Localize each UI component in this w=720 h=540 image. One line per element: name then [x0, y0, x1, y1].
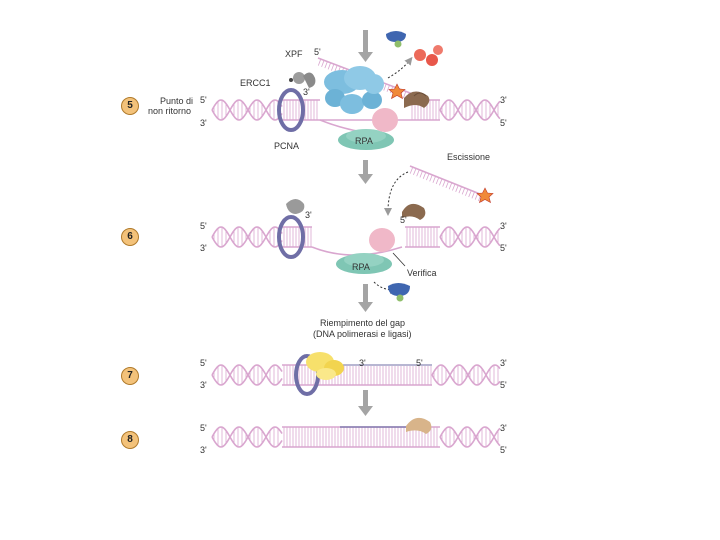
step-badge-7: 7: [121, 367, 139, 385]
flow-arrows: [358, 30, 373, 416]
label-verifica: Verifica: [407, 268, 437, 278]
label-3prime-left-5: 3': [200, 118, 207, 128]
ercc1-protein-step6: [286, 199, 305, 214]
label-pcna: PCNA: [274, 141, 300, 151]
label-3prime-right-8: 3': [500, 423, 507, 433]
blue-protein-step6: [388, 283, 410, 296]
step-badge-8: 8: [121, 431, 139, 449]
label-5prime-left-6: 5': [200, 221, 207, 231]
pcna-ring-step6: [277, 215, 305, 259]
caption-dna-polimerasi: (DNA polimerasi e ligasi): [313, 329, 412, 339]
dna-duplex-step8: [211, 426, 501, 448]
blue-protein-top: [386, 31, 406, 42]
label-3prime-inner-6: 3': [305, 210, 312, 220]
brown-protein-step6: [402, 203, 426, 220]
label-5prime-flap: 5': [314, 47, 321, 57]
release-arrow-step5: [387, 56, 413, 79]
pink-protein-step6: [369, 228, 395, 252]
dna-duplex-step6: [211, 226, 501, 256]
xpg-protein-complex: [324, 66, 384, 114]
label-5prime-right-6: 5': [500, 243, 507, 253]
label-3prime-right-7: 3': [500, 358, 507, 368]
label-xpf: XPF: [285, 49, 303, 59]
dna-duplex-step7: [211, 362, 501, 386]
flow-arrow-6-7: [363, 284, 368, 304]
ercc1-protein: [289, 72, 316, 88]
red-protein-released: [414, 45, 443, 66]
label-3prime-left-8: 3': [200, 445, 207, 455]
label-3prime-ercc1: 3': [303, 87, 310, 97]
label-3prime-left-7: 3': [200, 380, 207, 390]
label-escissione: Escissione: [447, 152, 491, 162]
label-3prime-right-5: 3': [500, 95, 507, 105]
escission-arrow: [384, 171, 409, 216]
step5-proteins: [277, 31, 443, 150]
label-5prime-right-8: 5': [500, 445, 507, 455]
label-5prime-left-7: 5': [200, 358, 207, 368]
label-ercc1: ERCC1: [240, 78, 271, 88]
label-5prime-right-7: 5': [500, 380, 507, 390]
step-badge-5: 5: [121, 97, 139, 115]
label-non-ritorno: non ritorno: [148, 106, 192, 116]
escissione-oligo: [409, 165, 486, 203]
label-5prime-left-8: 5': [200, 423, 207, 433]
damage-star-step5: [388, 83, 406, 100]
label-5prime-right-5: 5': [500, 118, 507, 128]
label-5prime-mid-7: 5': [416, 358, 423, 368]
ligase-protein: [406, 417, 432, 434]
label-rpa-6: RPA: [352, 262, 370, 272]
pcna-ring-step5: [277, 88, 305, 132]
brown-protein: [404, 91, 430, 108]
dna-polymerase-protein: [306, 352, 344, 380]
step7-proteins: [294, 352, 344, 396]
flow-arrow-top: [363, 30, 368, 54]
label-5prime-left-5: 5': [200, 95, 207, 105]
label-3prime-mid-7: 3': [359, 358, 366, 368]
flow-arrow-7-8: [363, 390, 368, 408]
label-punto-di: Punto di: [160, 96, 194, 106]
caption-riempimento: Riempimento del gap: [320, 318, 406, 328]
pink-protein: [372, 108, 398, 132]
label-5prime-inner-6: 5': [400, 215, 407, 225]
label-rpa-5: RPA: [355, 136, 373, 146]
label-3prime-left-6: 3': [200, 243, 207, 253]
step-badge-6: 6: [121, 228, 139, 246]
damage-star-step6: [476, 187, 494, 204]
flow-arrow-5-6: [363, 160, 368, 176]
verifica-pointer: [392, 252, 406, 267]
label-3prime-right-6: 3': [500, 221, 507, 231]
step6-proteins: [277, 165, 494, 302]
step8-proteins: [406, 417, 432, 434]
